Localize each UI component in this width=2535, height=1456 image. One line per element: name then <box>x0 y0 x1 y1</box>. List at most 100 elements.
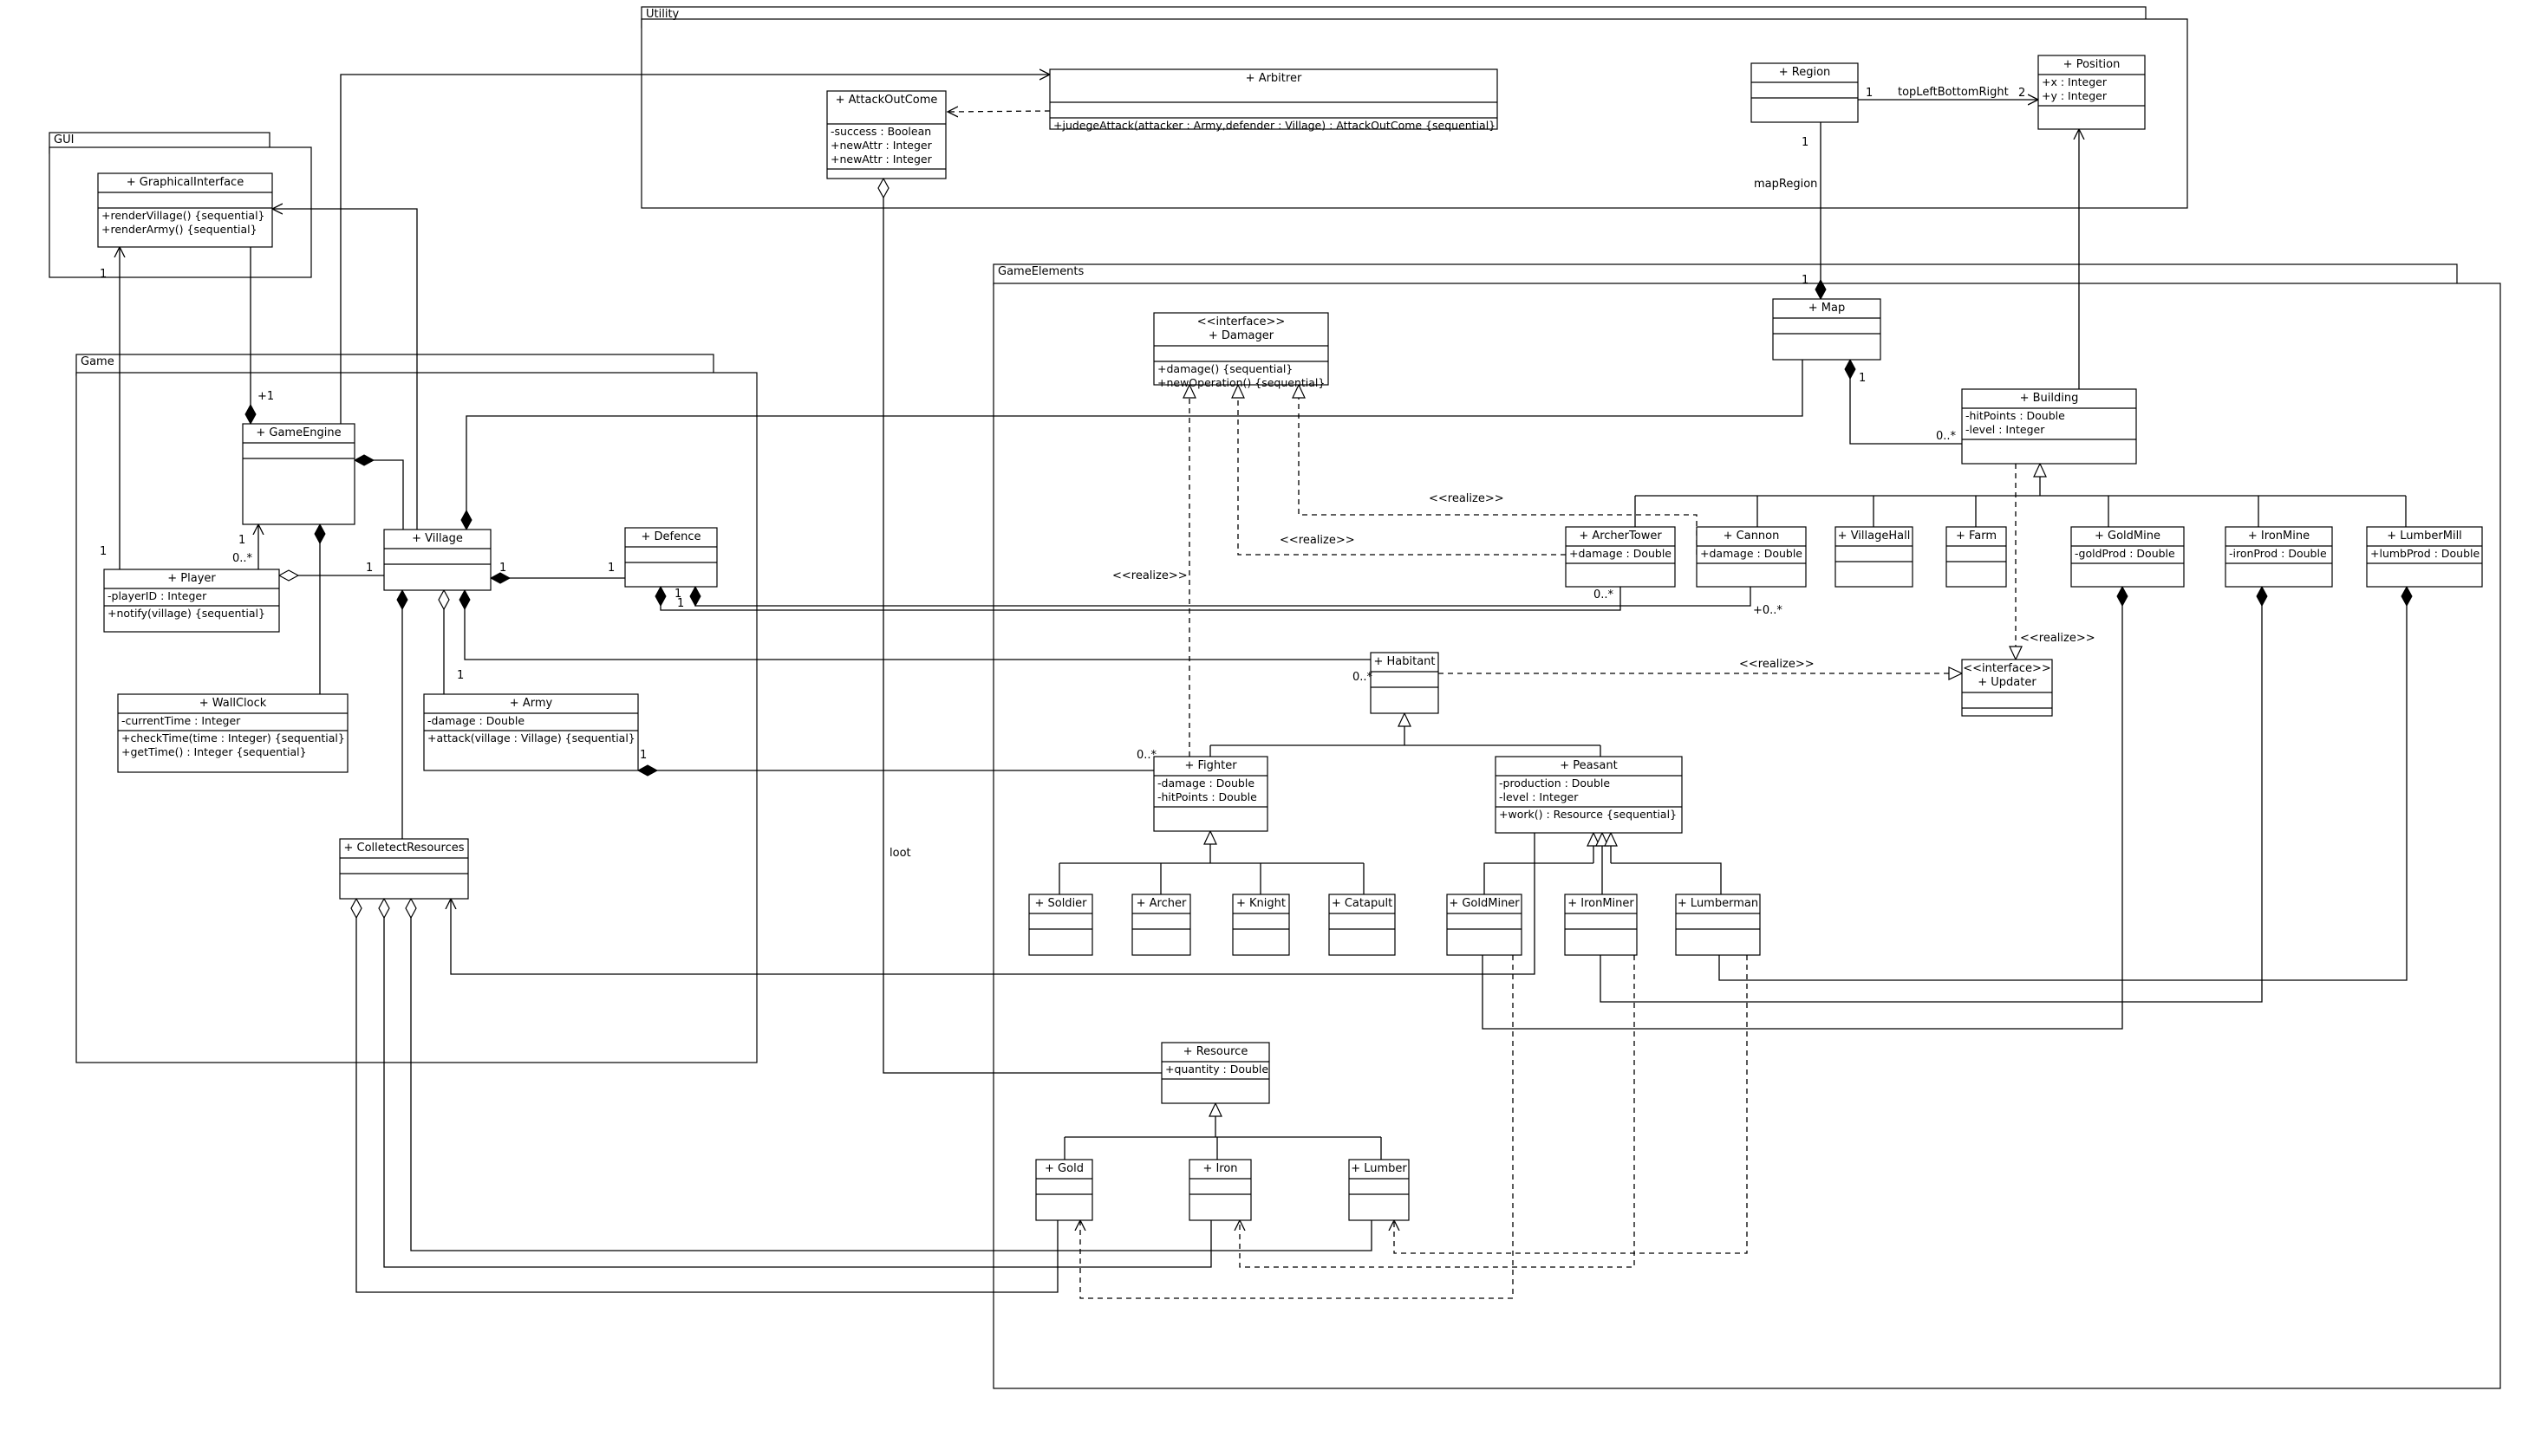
class-attribute: +newAttr : Integer <box>831 139 933 152</box>
mult-fighter: 0..* <box>1137 749 1157 762</box>
package-label-gui: GUI <box>54 133 74 146</box>
class-box <box>339 838 469 900</box>
class-gold: + Gold <box>1035 1159 1093 1221</box>
edge-map-village <box>466 360 1803 530</box>
class-fighter: + Fighter-damage : Double-hitPoints : Do… <box>1153 756 1268 832</box>
label-realize-habitant: <<realize>> <box>1739 658 1815 671</box>
class-name: + Defence <box>642 530 701 543</box>
class-attribute: -hitPoints : Double <box>1965 409 2065 422</box>
class-name: + IronMiner <box>1567 897 1634 910</box>
class-gold-mine: + GoldMine-goldProd : Double <box>2070 526 2185 588</box>
mult-village-army: 1 <box>457 669 464 682</box>
mult-engine-gui: +1 <box>257 390 274 403</box>
class-habitant: + Habitant <box>1370 652 1439 714</box>
edge-peasant-gold-miner <box>1483 862 1593 894</box>
class-box <box>2225 526 2333 588</box>
class-name: + Knight <box>1236 897 1286 910</box>
edge-peasant-lumberman <box>1611 862 1722 894</box>
class-box <box>1675 894 1761 956</box>
class-iron-mine: + IronMine-ironProd : Double <box>2225 526 2333 588</box>
mult-map-top: 1 <box>1802 274 1808 287</box>
class-name: + Position <box>2063 58 2121 71</box>
class-attribute: +lumbProd : Double <box>2370 547 2480 560</box>
class-iron: + Iron <box>1189 1159 1252 1221</box>
class-name: + GraphicalInterface <box>127 176 244 189</box>
class-box <box>383 529 492 591</box>
class-name: + Habitant <box>1373 655 1435 668</box>
class-name: + Fighter <box>1184 759 1237 772</box>
mult-army-fighter: 1 <box>640 749 647 762</box>
class-resource: + Resource+quantity : Double <box>1161 1042 1270 1104</box>
class-box <box>1446 894 1522 956</box>
class-box <box>1153 312 1329 386</box>
label-realize-fighter: <<realize>> <box>1112 569 1188 582</box>
label-top-left-bottom-right: topLeftBottomRight <box>1898 86 2009 99</box>
class-name: + Archer <box>1137 897 1187 910</box>
class-stereotype: <<interface>> <box>1197 315 1286 328</box>
class-farm: + Farm <box>1945 526 2007 588</box>
class-building: + Building-hitPoints : Double-level : In… <box>1961 388 2137 465</box>
class-operation: +judegeAttack(attacker : Army,defender :… <box>1053 119 1496 132</box>
class-attribute: -currentTime : Integer <box>121 714 241 727</box>
class-box <box>1348 1159 1410 1221</box>
edge-cannon-defence <box>695 587 1751 606</box>
class-box <box>117 693 349 773</box>
package-label-game-elements: GameElements <box>998 265 1085 278</box>
edge-iron-collect <box>384 899 1212 1268</box>
class-village: + Village <box>383 529 492 591</box>
mult-region-left: 1 <box>1866 87 1873 100</box>
class-box <box>1495 756 1683 834</box>
class-operation: +damage() {sequential} <box>1157 362 1293 375</box>
class-game-engine: + GameEngine <box>242 423 355 525</box>
mult-tower: 0..* <box>1593 588 1614 601</box>
edge-realize-archertower <box>1231 383 1566 556</box>
class-gold-miner: + GoldMiner <box>1446 894 1522 956</box>
class-peasant: + Peasant-production : Double-level : In… <box>1495 756 1683 834</box>
class-operation: +renderArmy() {sequential} <box>101 223 257 236</box>
class-lumberman: + Lumberman <box>1675 894 1761 956</box>
class-player: + Player-playerID : Integer+notify(villa… <box>103 569 280 633</box>
label-map-region: mapRegion <box>1754 178 1817 191</box>
class-attribute: -damage : Double <box>427 714 525 727</box>
class-name: + Iron <box>1202 1162 1237 1175</box>
mult-region-bottom: 1 <box>1802 136 1808 149</box>
class-name: + Cannon <box>1724 530 1780 543</box>
class-boxes: + AttackOutCome -success : Boolean+newAtt… <box>97 55 2483 1221</box>
class-operation: +renderVillage() {sequential} <box>101 209 265 222</box>
edge-labels: topLeftBottomRight mapRegion loot <<real… <box>100 86 2095 860</box>
class-name: + WallClock <box>199 697 267 710</box>
edge-archertower-defence <box>661 587 1621 611</box>
class-collect-resources: + ColletectResources <box>339 838 469 900</box>
class-wall-clock: + WallClock -currentTime : Integer +checkT… <box>117 693 349 773</box>
edge-lumbermill-lumberman <box>1718 587 2407 981</box>
class-attribute: -success : Boolean <box>831 125 931 138</box>
class-operation: +checkTime(time : Integer) {sequential} <box>121 731 345 744</box>
edge-village-gameengine <box>355 460 404 530</box>
class-army: + Army-damage : Double+attack(village : … <box>423 693 639 771</box>
class-village-hall: + VillageHall <box>1834 526 1913 588</box>
class-name: + Lumber <box>1351 1162 1407 1175</box>
class-defence: + Defence <box>624 527 718 588</box>
class-box <box>1772 298 1881 361</box>
edge-resource-attackoutcome <box>883 179 1162 1074</box>
class-name: + Updater <box>1978 676 2036 689</box>
class-name: + AttackOutCome <box>836 94 938 107</box>
edge-habitant-village <box>465 590 1371 660</box>
mult-engine-player: 1 <box>238 534 245 547</box>
class-attribute: -playerID : Integer <box>108 589 207 602</box>
class-operation: +work() : Resource {sequential} <box>1499 808 1677 821</box>
class-operation: +newOperation() {sequential} <box>1157 376 1325 389</box>
class-stereotype: <<interface>> <box>1963 662 2051 675</box>
class-attribute: +quantity : Double <box>1165 1063 1268 1076</box>
class-box <box>1328 894 1396 956</box>
edge-lumberman-lumber <box>1394 955 1748 1254</box>
class-box <box>2366 526 2483 588</box>
class-cannon: + Cannon+damage : Double <box>1696 526 1807 588</box>
class-damager: <<interface>>+ Damager+damage() {sequent… <box>1153 312 1329 389</box>
class-operation: +notify(village) {sequential} <box>108 607 265 620</box>
class-name: + Army <box>510 697 553 710</box>
edge-arbitrer-attackoutcome <box>948 111 1051 112</box>
class-name: + ArcherTower <box>1579 530 1662 543</box>
class-box <box>1028 894 1093 956</box>
label-loot: loot <box>890 847 911 860</box>
